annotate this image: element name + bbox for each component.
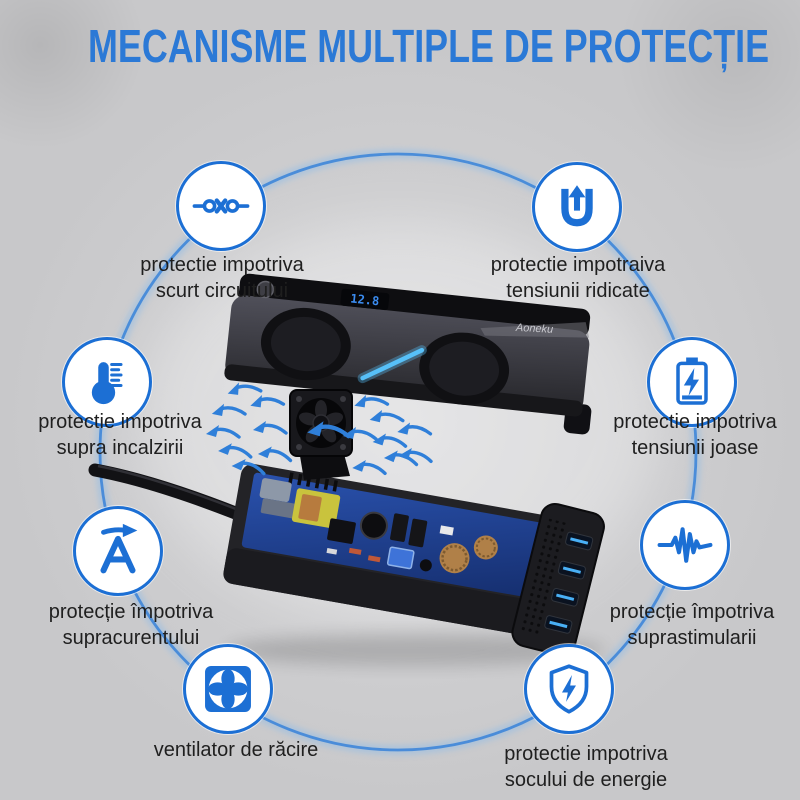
usb-panel [511,502,605,657]
pulse-icon [640,500,730,590]
connector-ring [95,149,701,755]
display-value: 12.8 [350,291,380,308]
thermometer-icon [62,337,152,427]
feature-label: ventilator de răcire [153,739,319,761]
led-strip [357,345,427,384]
usb-ports [544,531,594,634]
page-title: MECANISME MULTIPLE DE PROTECȚIE [88,20,770,72]
brand-text: Aoneku [515,322,554,336]
fan-icon [183,644,273,734]
battery-bolt-icon [647,337,737,427]
socket-right [419,332,510,405]
inverter-base-unit [223,463,605,657]
voltage-display [340,288,390,311]
over-voltage-icon [532,162,622,252]
shield-bolt-icon [524,644,614,734]
socket-left [260,307,351,381]
inverter-socket-unit: 12.8 Aoneku [224,273,592,435]
short-circuit-icon [176,161,266,251]
ampere-arrow-icon [73,506,163,596]
power-button [256,280,275,299]
